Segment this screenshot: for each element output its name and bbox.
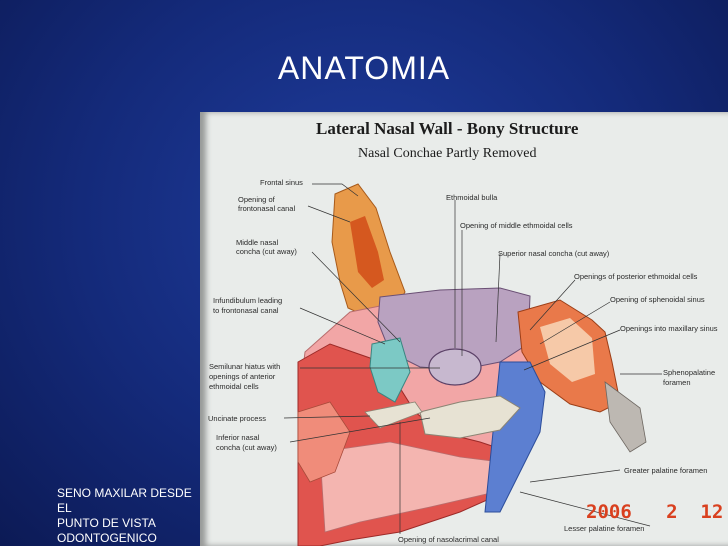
label-semilunar-hiatus: ethmoidal cells — [209, 382, 259, 391]
pterygoid-plate — [604, 381, 647, 453]
date-stamp: 2006 2 12 — [586, 501, 723, 523]
label-sphenopalatine: Sphenopalatine — [663, 368, 715, 377]
label-posterior-ethmoidal: Openings of posterior ethmoidal cells — [574, 272, 698, 281]
label-nasolacrimal: Opening of nasolacrimal canal — [398, 535, 499, 544]
label-middle-concha: Middle nasal — [236, 238, 278, 247]
label-sphenopalatine: foramen — [663, 378, 691, 387]
leader-line — [312, 183, 359, 197]
label-infundibulum: to frontonasal canal — [213, 306, 279, 315]
leader-line — [299, 307, 386, 345]
label-inferior-concha: Inferior nasal — [216, 433, 260, 442]
caption-line: SENO MAXILAR DESDE EL — [57, 486, 192, 515]
figure-subheading: Nasal Conchae Partly Removed — [358, 146, 536, 161]
label-maxillary-sinus: Openings into maxillary sinus — [620, 324, 718, 333]
leader-line — [519, 491, 651, 527]
inferior-concha-cut — [419, 395, 521, 439]
label-semilunar-hiatus: openings of anterior — [209, 372, 276, 381]
label-middle-ethmoidal-cells: Opening of middle ethmoidal cells — [460, 221, 573, 230]
ethmoidal-bulla — [428, 348, 482, 386]
caption-line: PUNTO DE VISTA — [57, 516, 156, 530]
label-opening-frontonasal: frontonasal canal — [238, 204, 295, 213]
anatomy-photo: Lateral Nasal Wall - Bony Structure Nasa… — [200, 112, 728, 546]
caption-line: ODONTOGENICO — [57, 531, 157, 545]
slide-title: ANATOMIA — [277, 50, 451, 86]
label-semilunar-hiatus: Semilunar hiatus with — [209, 362, 280, 371]
leader-line — [289, 417, 431, 443]
lateral-nasal-wall-illustration: Lateral Nasal Wall - Bony Structure Nasa… — [208, 119, 723, 546]
label-lesser-palatine: Lesser palatine foramen — [564, 524, 644, 533]
label-ethmoidal-bulla: Ethmoidal bulla — [446, 193, 498, 202]
label-inferior-concha: concha (cut away) — [216, 443, 277, 452]
label-middle-concha: concha (cut away) — [236, 247, 297, 256]
leader-line — [529, 279, 576, 331]
uncinate-process — [364, 401, 423, 429]
leader-line — [311, 251, 401, 343]
label-frontal-sinus: Frontal sinus — [260, 178, 303, 187]
label-superior-concha: Superior nasal concha (cut away) — [498, 249, 610, 258]
leader-line — [523, 329, 621, 371]
label-infundibulum: Infundibulum leading — [213, 296, 282, 305]
lacrimal-bone — [369, 337, 411, 403]
leader-line — [307, 205, 351, 223]
leader-line — [539, 301, 611, 345]
sphenoid-sinus-shadow — [540, 318, 595, 382]
leader-line — [495, 253, 501, 343]
leader-line — [529, 469, 621, 483]
zygomatic-region — [297, 401, 351, 483]
slide-caption: SENO MAXILAR DESDE EL PUNTO DE VISTA ODO… — [57, 486, 207, 546]
figure-heading: Lateral Nasal Wall - Bony Structure — [316, 119, 579, 138]
label-uncinate-process: Uncinate process — [208, 414, 266, 423]
leader-line — [283, 415, 371, 419]
label-opening-frontonasal: Opening of — [238, 195, 276, 204]
label-sphenoidal-sinus: Opening of sphenoidal sinus — [610, 295, 705, 304]
label-greater-palatine: Greater palatine foramen — [624, 466, 707, 475]
frontal-sinus — [350, 216, 384, 288]
